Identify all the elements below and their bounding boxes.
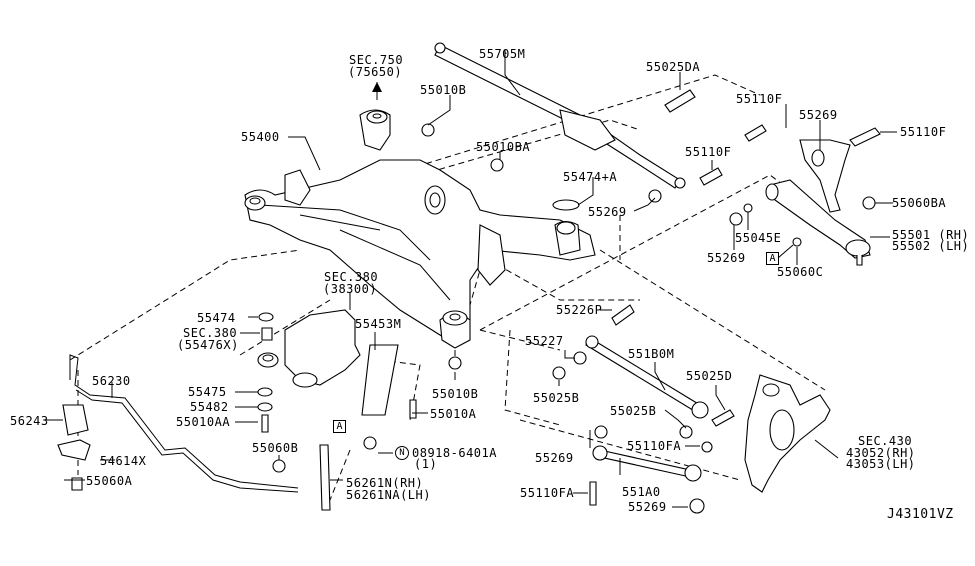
label-43053-lh[interactable]: 43053(LH) xyxy=(846,457,916,471)
label-55010B-mid[interactable]: 55010B xyxy=(432,387,479,401)
label-55045E[interactable]: 55045E xyxy=(735,231,782,245)
label-sec380b-sub[interactable]: (55476X) xyxy=(177,338,239,352)
label-55269-top[interactable]: 55269 xyxy=(799,108,838,122)
label-sec750-sub[interactable]: (75650) xyxy=(348,65,403,79)
reference-mark-a-bottom: A xyxy=(333,420,346,433)
label-sec380[interactable]: SEC.380 xyxy=(324,270,379,284)
label-55025DA[interactable]: 55025DA xyxy=(646,60,701,74)
label-55060B[interactable]: 55060B xyxy=(252,441,299,455)
label-56261N-rh[interactable]: 56261N(RH) xyxy=(346,476,424,490)
label-sec430[interactable]: SEC.430 xyxy=(858,434,913,448)
label-551B0M[interactable]: 551B0M xyxy=(628,347,675,361)
label-55482[interactable]: 55482 xyxy=(190,400,229,414)
label-sec380-sub[interactable]: (38300) xyxy=(323,282,378,296)
label-sec380b[interactable]: SEC.380 xyxy=(183,326,238,340)
label-56243[interactable]: 56243 xyxy=(10,414,49,428)
steering-rack-55705M xyxy=(434,42,686,189)
label-55060C[interactable]: 55060C xyxy=(777,265,824,279)
fasteners xyxy=(257,89,881,514)
label-55025D[interactable]: 55025D xyxy=(686,369,733,383)
label-55400[interactable]: 55400 xyxy=(241,130,280,144)
direction-arrow xyxy=(372,82,382,92)
label-551A0[interactable]: 551A0 xyxy=(622,485,661,499)
n-symbol-icon: N xyxy=(395,446,409,460)
label-55060A[interactable]: 55060A xyxy=(86,474,133,488)
suspension-member-55400 xyxy=(244,109,596,349)
label-sec750[interactable]: SEC.750 xyxy=(349,53,404,67)
label-55269-arm[interactable]: 55269 xyxy=(707,251,746,265)
label-54614X[interactable]: 54614X xyxy=(100,454,147,468)
label-55110FA-b[interactable]: 55110FA xyxy=(520,486,575,500)
label-55227[interactable]: 55227 xyxy=(525,334,564,348)
label-55110FA-a[interactable]: 55110FA xyxy=(627,439,682,453)
label-55501-rh[interactable]: 55501 (RH) xyxy=(892,228,970,242)
label-55269-bot[interactable]: 55269 xyxy=(628,500,667,514)
label-55453M[interactable]: 55453M xyxy=(355,317,402,331)
label-55705M[interactable]: 55705M xyxy=(479,47,526,61)
label-55110F-a[interactable]: 55110F xyxy=(736,92,783,106)
label-55502-lh[interactable]: 55502 (LH) xyxy=(892,239,970,253)
label-08918-qty: (1) xyxy=(414,457,438,471)
label-55474[interactable]: 55474 xyxy=(197,311,236,325)
differential-sec380 xyxy=(257,309,361,388)
knuckle-sec430 xyxy=(744,374,831,493)
lower-arm-55501 xyxy=(765,139,871,266)
reference-mark-a-top: A xyxy=(766,252,779,265)
label-55010AA[interactable]: 55010AA xyxy=(176,415,231,429)
label-55269-mid[interactable]: 55269 xyxy=(588,205,627,219)
label-56261NA-lh[interactable]: 56261NA(LH) xyxy=(346,488,431,502)
label-08918-6401A[interactable]: 08918-6401A xyxy=(412,446,497,460)
label-55060BA[interactable]: 55060BA xyxy=(892,196,947,210)
label-55474A[interactable]: 55474+A xyxy=(563,170,618,184)
label-55010BA[interactable]: 55010BA xyxy=(476,140,531,154)
label-55025B-b[interactable]: 55025B xyxy=(610,404,657,418)
label-55025B-a[interactable]: 55025B xyxy=(533,391,580,405)
label-55226P[interactable]: 55226P xyxy=(556,303,603,317)
label-55475[interactable]: 55475 xyxy=(188,385,227,399)
label-55010A[interactable]: 55010A xyxy=(430,407,477,421)
label-55269-low[interactable]: 55269 xyxy=(535,451,574,465)
links xyxy=(319,335,709,511)
label-55010B-top[interactable]: 55010B xyxy=(420,83,467,97)
stabilizer-bar-56230 xyxy=(57,354,299,493)
label-55110F-b[interactable]: 55110F xyxy=(900,125,947,139)
diagram-code: J43101VZ xyxy=(887,507,954,522)
label-55110F-c[interactable]: 55110F xyxy=(685,145,732,159)
label-43052-rh[interactable]: 43052(RH) xyxy=(846,446,916,460)
label-56230[interactable]: 56230 xyxy=(92,374,131,388)
